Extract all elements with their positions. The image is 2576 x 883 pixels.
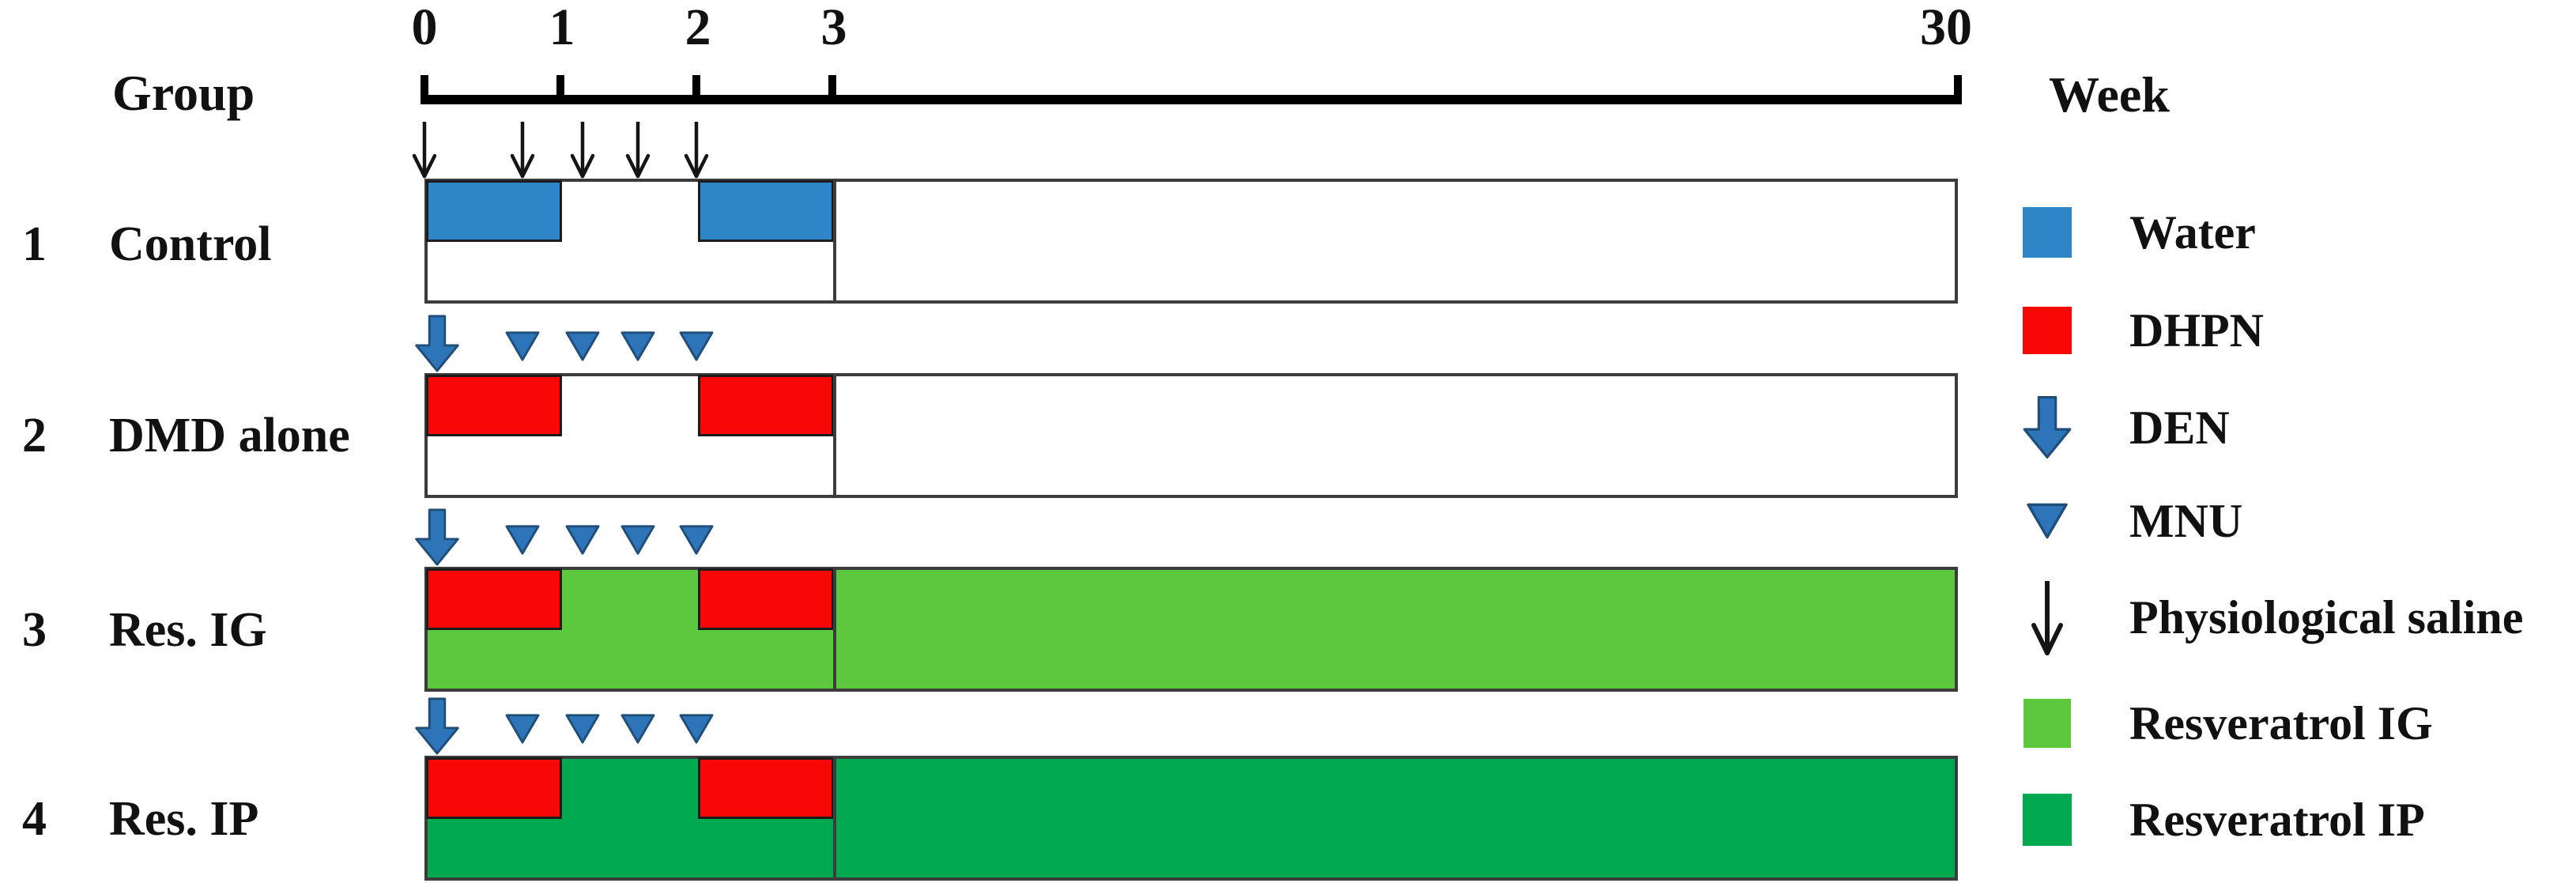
mnu-triangle-icon — [2022, 502, 2072, 540]
saline-arrow-icon — [624, 120, 652, 179]
mnu-triangle-icon — [504, 713, 541, 745]
group-3-timeline-bar — [424, 567, 1958, 692]
saline-arrow-icon — [508, 120, 537, 179]
den-arrow-icon — [413, 315, 461, 373]
axis-tick-week-3 — [828, 75, 836, 104]
week-3-divider — [833, 756, 836, 877]
timeline-axis-line — [421, 95, 1962, 104]
mnu-triangle-icon — [564, 713, 601, 745]
group-3-label: Res. IG — [109, 603, 267, 657]
mnu-triangle-icon — [620, 713, 656, 745]
dhpn-segment-week0-1 — [426, 568, 562, 630]
legend-item-mnu: MNU — [2022, 495, 2242, 547]
dhpn-swatch-icon — [2023, 307, 2072, 354]
week-axis-label: Week — [2049, 66, 2170, 123]
group-2-label: DMD alone — [109, 409, 350, 462]
week-3-divider — [833, 179, 836, 300]
mnu-triangle-icon — [504, 330, 541, 362]
saline-arrow-icon — [410, 120, 439, 179]
legend-item-resveratrol-ig: Resveratrol IG — [2022, 697, 2433, 749]
mnu-triangle-icon — [620, 524, 656, 556]
legend-label-dhpn: DHPN — [2129, 304, 2264, 357]
group-1-injection-markers — [0, 119, 2576, 179]
legend-item-dhpn: DHPN — [2022, 304, 2264, 357]
legend-label-water: Water — [2129, 206, 2256, 258]
group-2-timeline-bar — [424, 373, 1958, 498]
legend-label-saline: MNU — [2129, 495, 2243, 547]
week-3-divider — [833, 567, 836, 689]
axis-tick-week-0 — [421, 75, 428, 104]
legend-item-physiological-saline: Physiological saline — [2022, 578, 2523, 657]
legend-item-resveratrol-ip: Resveratrol IP — [2022, 794, 2425, 846]
water-segment-week0-1 — [426, 180, 562, 242]
den-arrow-icon — [2022, 391, 2072, 464]
mnu-triangle-icon — [504, 524, 541, 556]
week-3-divider — [833, 373, 836, 495]
axis-tick-label-0: 0 — [411, 0, 438, 56]
mnu-triangle-icon — [620, 330, 656, 362]
group-column-header: Group — [112, 65, 255, 121]
axis-tick-week-1 — [556, 75, 564, 104]
mnu-triangle-icon — [564, 330, 601, 362]
resveratrol-ip-swatch-icon — [2023, 794, 2072, 846]
legend-item-den: DEN — [2022, 391, 2230, 464]
resveratrol-ig-swatch-icon — [2023, 699, 2071, 748]
saline-arrow-icon — [568, 120, 597, 179]
mnu-triangle-icon — [678, 524, 715, 556]
dhpn-segment-week2-3 — [698, 375, 834, 436]
axis-tick-label-30: 30 — [1920, 0, 1972, 56]
group-1-label: Control — [109, 217, 272, 271]
legend-label-resveratrol-ip: Resveratrol IP — [2129, 794, 2425, 846]
group-4-timeline-bar — [424, 756, 1958, 881]
den-arrow-icon — [413, 697, 461, 756]
saline-arrow-icon — [682, 120, 711, 179]
axis-tick-label-3: 3 — [820, 0, 847, 56]
axis-tick-label-1: 1 — [549, 0, 575, 56]
legend-label-physiological-saline: Physiological saline — [2129, 591, 2524, 643]
axis-tick-week-30 — [1954, 75, 1962, 104]
mnu-triangle-icon — [564, 524, 601, 556]
legend-label-resveratrol-ig: Resveratrol IG — [2129, 697, 2433, 749]
group-1-number: 1 — [22, 217, 47, 271]
axis-tick-week-2 — [692, 75, 700, 104]
dhpn-segment-week0-1 — [426, 757, 562, 819]
group-2-injection-markers — [0, 313, 2576, 373]
saline-arrow-icon — [2022, 578, 2072, 657]
group-3-number: 3 — [22, 603, 47, 657]
group-2-number: 2 — [22, 409, 47, 462]
group-4-number: 4 — [22, 792, 47, 846]
water-swatch-icon — [2023, 207, 2072, 258]
legend-item-water: Water — [2022, 206, 2256, 258]
legend-label-den: DEN — [2129, 402, 2230, 454]
group-3-injection-markers — [0, 507, 2576, 567]
water-segment-week2-3 — [698, 180, 834, 242]
dhpn-segment-week0-1 — [426, 375, 562, 436]
dhpn-segment-week2-3 — [698, 568, 834, 630]
group-4-injection-markers — [0, 696, 2576, 756]
mnu-triangle-icon — [678, 713, 715, 745]
axis-tick-label-2: 2 — [685, 0, 711, 56]
dhpn-segment-week2-3 — [698, 757, 834, 819]
group-1-timeline-bar — [424, 179, 1958, 304]
group-4-label: Res. IP — [109, 792, 259, 846]
den-arrow-icon — [413, 508, 461, 567]
mnu-triangle-icon — [678, 330, 715, 362]
